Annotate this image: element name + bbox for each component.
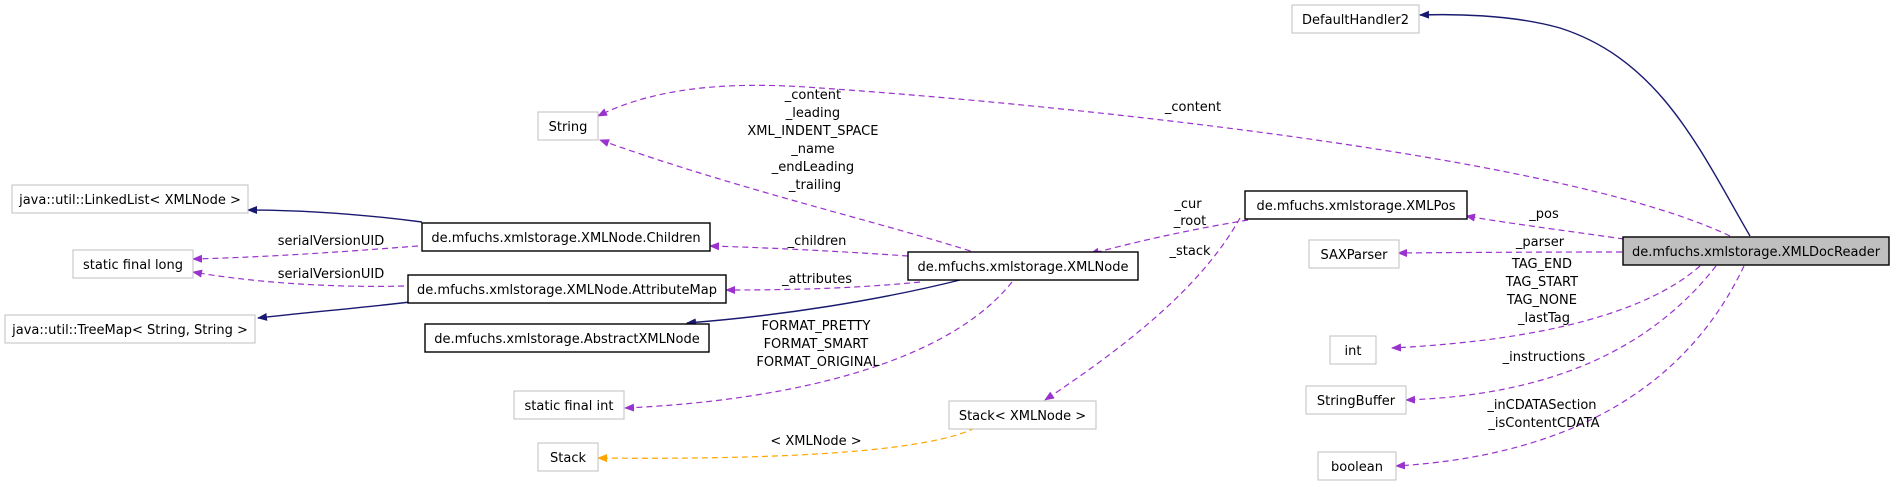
label-string-fields: _content _leading XML_INDENT_SPACE _name… (747, 88, 882, 193)
edge-xmldocreader-string (597, 84, 1731, 237)
edge-attributemap-staticfinallong (192, 269, 405, 287)
node-stack[interactable]: Stack (537, 442, 599, 472)
svg-text:java::util::LinkedList< XMLNod: java::util::LinkedList< XMLNode > (18, 193, 241, 208)
edge-attributemap-treemap (257, 301, 411, 321)
edge-xmldocreader-saxparser (1397, 248, 1623, 257)
label-children: _children (787, 234, 847, 249)
node-stringbuffer[interactable]: StringBuffer (1305, 385, 1407, 415)
svg-text:static final int: static final int (525, 399, 614, 414)
node-xmlnode-attributemap[interactable]: de.mfuchs.xmlstorage.XMLNode.AttributeMa… (407, 274, 727, 304)
svg-text:int: int (1345, 344, 1362, 359)
label-cur-root: _cur _root (1173, 197, 1207, 229)
node-static-final-int[interactable]: static final int (513, 390, 625, 420)
svg-text:String: String (549, 120, 588, 135)
svg-text:de.mfuchs.xmlstorage.XMLPos: de.mfuchs.xmlstorage.XMLPos (1256, 199, 1455, 214)
svg-text:SAXParser: SAXParser (1321, 248, 1389, 263)
svg-text:StringBuffer: StringBuffer (1317, 394, 1396, 409)
edge-xmlnode-children (709, 242, 909, 257)
edge-xmlnode-attributemap (725, 281, 921, 294)
svg-text:de.mfuchs.xmlstorage.XMLNode: de.mfuchs.xmlstorage.XMLNode (918, 260, 1129, 275)
node-boolean[interactable]: boolean (1317, 451, 1397, 481)
edge-children-staticfinallong (192, 245, 419, 263)
node-xmlpos[interactable]: de.mfuchs.xmlstorage.XMLPos (1244, 190, 1468, 220)
edge-xmlnode-staticfinalint (624, 281, 1013, 412)
svg-text:Stack< XMLNode >: Stack< XMLNode > (959, 409, 1086, 424)
edge-xmlpos-stack (1044, 217, 1241, 401)
node-defaulthandler2[interactable]: DefaultHandler2 (1291, 4, 1420, 34)
edge-xmlnode-abstractxmlnode (686, 279, 961, 327)
edge-xmldocreader-stringbuffer (1405, 265, 1717, 404)
label-instructions: _instructions (1502, 350, 1586, 365)
label-format-fields: FORMAT_PRETTY FORMAT_SMART FORMAT_ORIGIN… (756, 319, 880, 370)
edge-xmlpos-xmlnode (1089, 219, 1249, 256)
node-saxparser[interactable]: SAXParser (1308, 239, 1400, 269)
svg-text:static final long: static final long (83, 258, 183, 273)
svg-text:de.mfuchs.xmlstorage.XMLDocRea: de.mfuchs.xmlstorage.XMLDocReader (1632, 245, 1881, 260)
edge-xmldocreader-int (1391, 265, 1701, 352)
label-stack-field: _stack (1168, 244, 1210, 259)
node-treemap[interactable]: java::util::TreeMap< String, String > (4, 314, 256, 344)
svg-text:DefaultHandler2: DefaultHandler2 (1302, 13, 1409, 28)
node-string[interactable]: String (537, 111, 599, 141)
label-pos: _pos (1528, 207, 1559, 222)
edge-stackxmlnode-stack (597, 427, 976, 463)
label-serialversionuid-2: serialVersionUID (278, 267, 384, 282)
node-static-final-long[interactable]: static final long (72, 249, 194, 279)
node-stack-xmlnode[interactable]: Stack< XMLNode > (948, 400, 1097, 430)
node-abstractxmlnode[interactable]: de.mfuchs.xmlstorage.AbstractXMLNode (424, 323, 710, 353)
label-serialversionuid-1: serialVersionUID (278, 234, 384, 249)
label-boolean-fields: _inCDATASection _isContentCDATA (1486, 398, 1600, 431)
edge-xmldocreader-defaulthandler2 (1419, 10, 1751, 237)
edge-xmldocreader-xmlpos (1465, 213, 1625, 240)
node-linkedlist[interactable]: java::util::LinkedList< XMLNode > (11, 184, 249, 214)
label-content: _content (1164, 100, 1221, 115)
svg-text:java::util::TreeMap< String, S: java::util::TreeMap< String, String > (11, 323, 248, 338)
svg-text:de.mfuchs.xmlstorage.AbstractX: de.mfuchs.xmlstorage.AbstractXMLNode (434, 332, 700, 347)
label-template-arg: < XMLNode > (770, 434, 861, 449)
svg-text:de.mfuchs.xmlstorage.XMLNode.A: de.mfuchs.xmlstorage.XMLNode.AttributeMa… (417, 283, 717, 298)
edge-children-linkedlist (247, 206, 423, 223)
svg-text:de.mfuchs.xmlstorage.XMLNode.C: de.mfuchs.xmlstorage.XMLNode.Children (431, 231, 700, 246)
node-xmlnode[interactable]: de.mfuchs.xmlstorage.XMLNode (907, 251, 1139, 281)
label-attributes: _attributes (781, 272, 852, 287)
node-int[interactable]: int (1329, 335, 1377, 365)
label-int-fields: TAG_END TAG_START TAG_NONE _lastTag (1505, 257, 1582, 326)
edge-xmldocreader-boolean (1395, 265, 1745, 470)
svg-text:boolean: boolean (1331, 460, 1383, 475)
node-xmlnode-children[interactable]: de.mfuchs.xmlstorage.XMLNode.Children (421, 222, 711, 252)
label-parser: _parser (1515, 235, 1565, 250)
node-xmldocreader[interactable]: de.mfuchs.xmlstorage.XMLDocReader (1622, 236, 1890, 266)
svg-text:Stack: Stack (550, 451, 586, 466)
edge-xmlnode-string (599, 139, 981, 255)
